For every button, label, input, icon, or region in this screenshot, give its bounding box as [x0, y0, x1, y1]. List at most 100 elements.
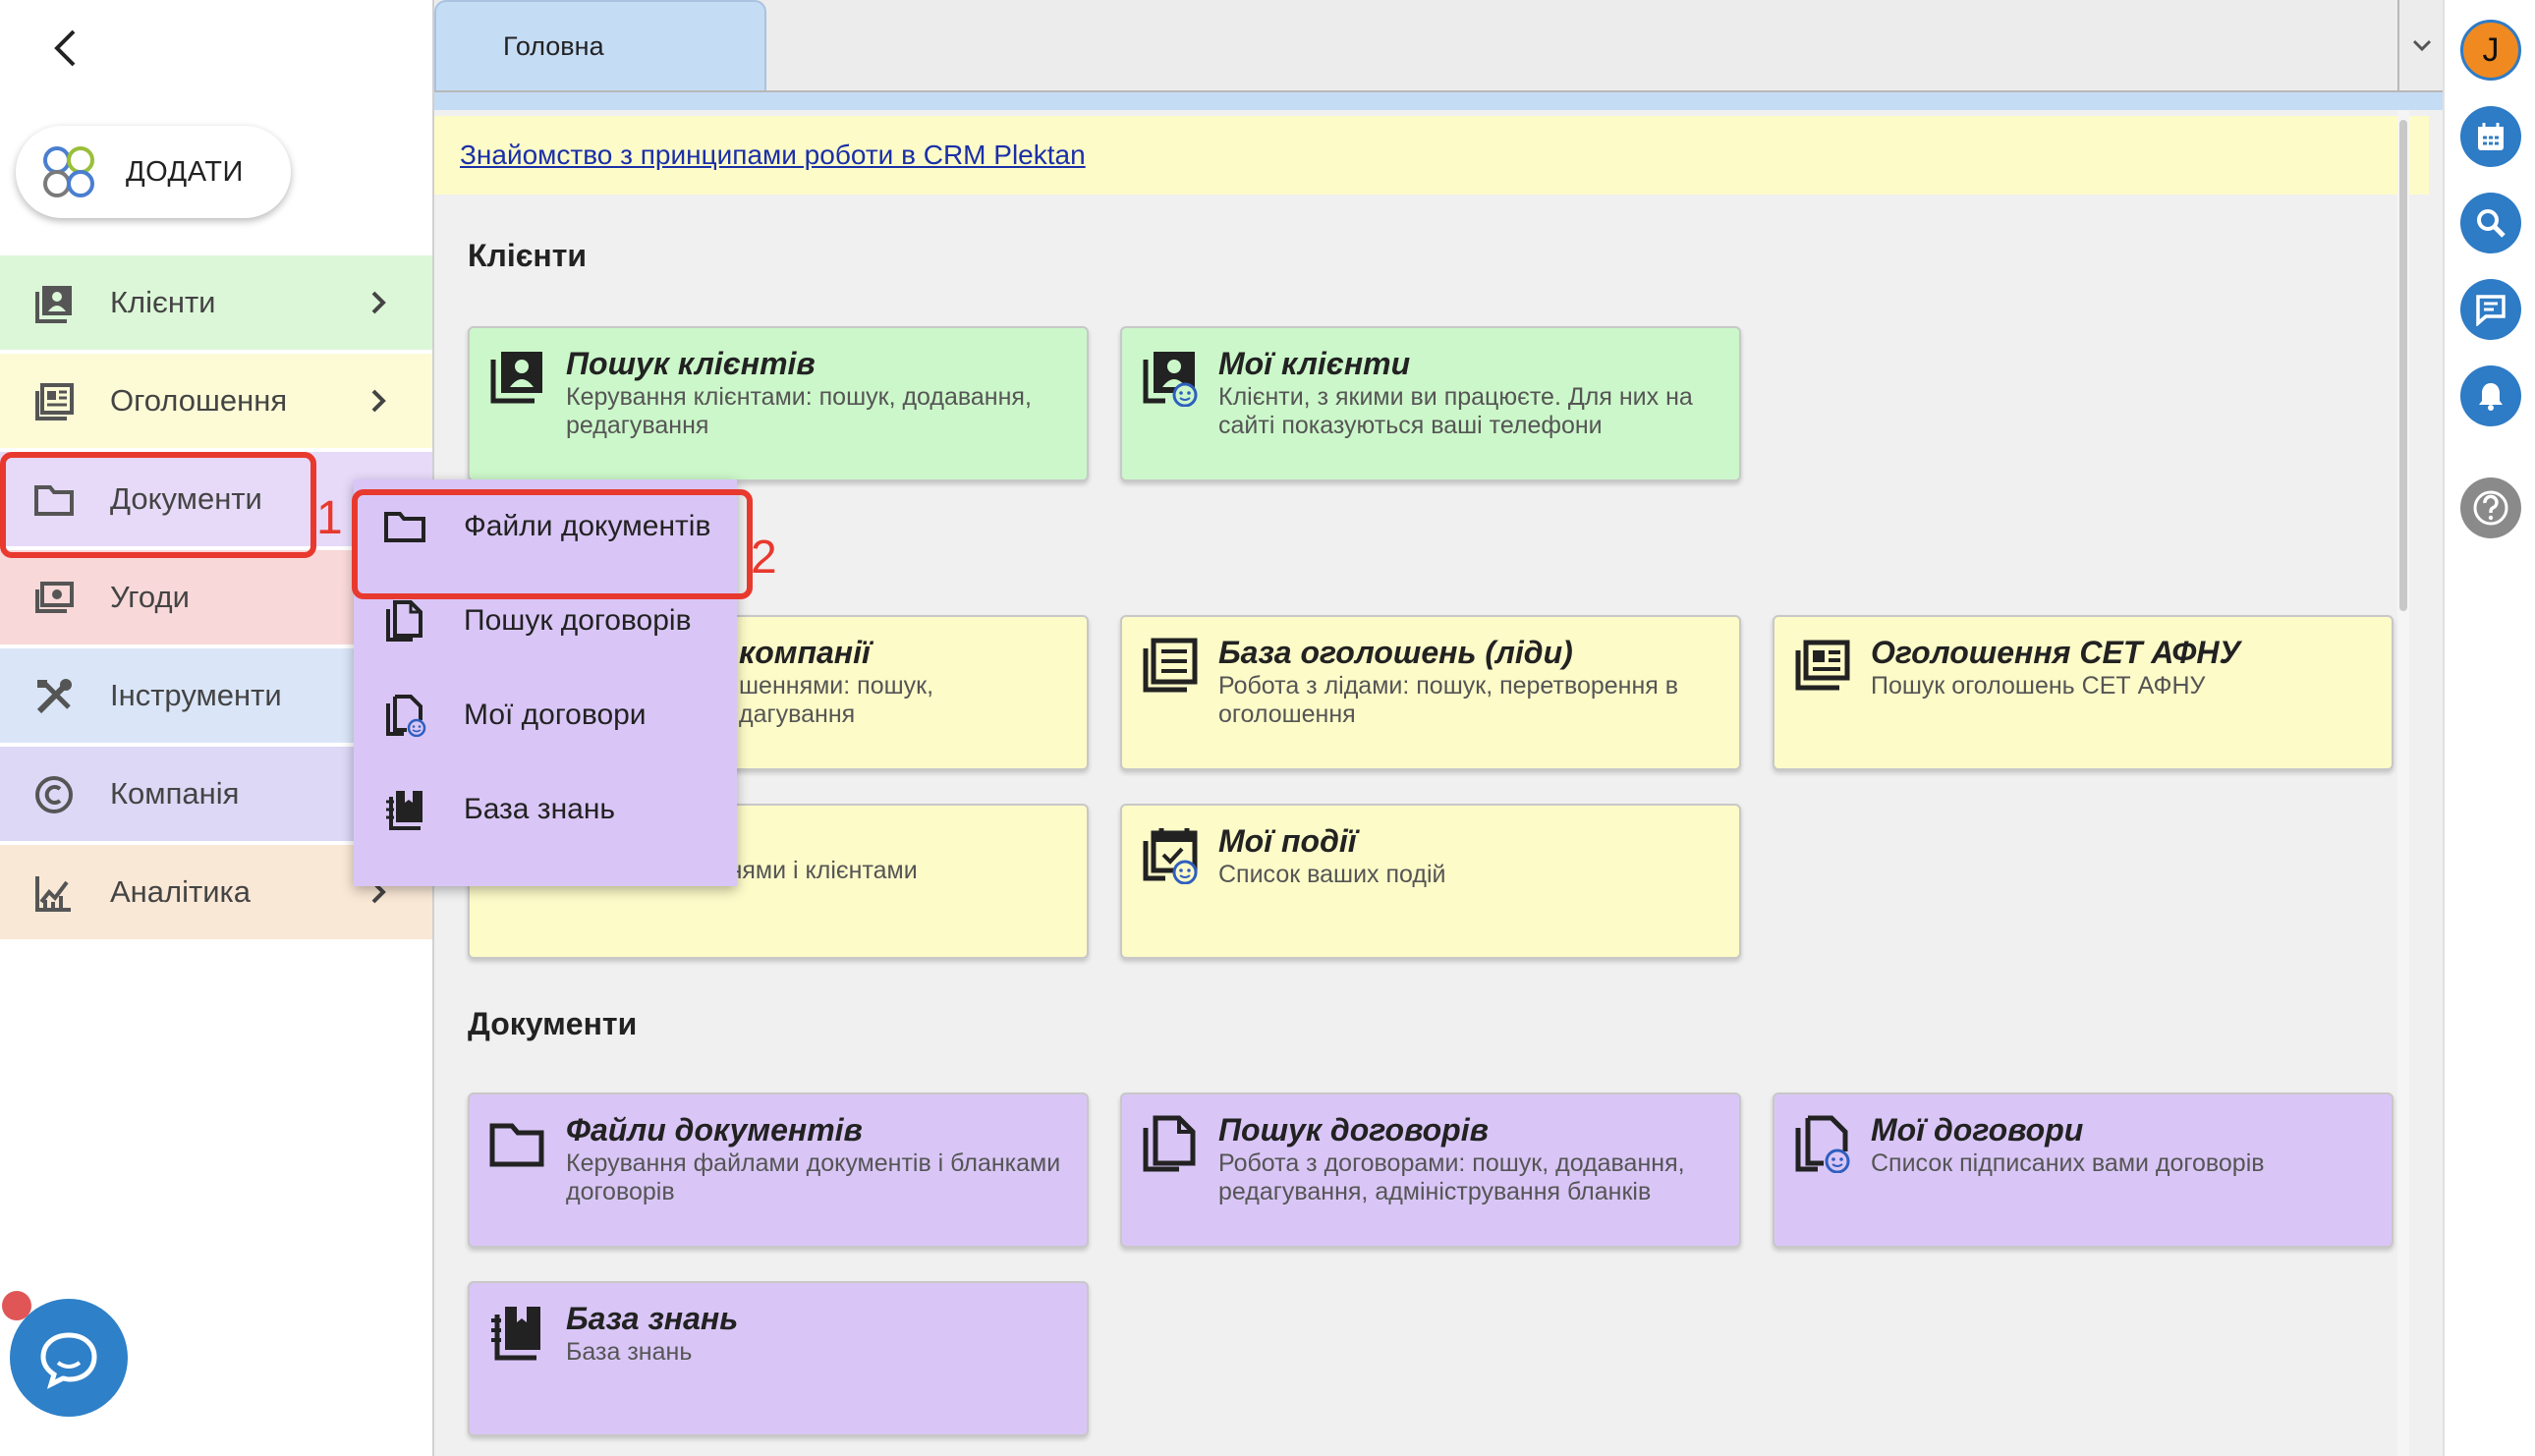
message-icon [2476, 295, 2506, 326]
main-area: Головна Знайомство з принципами роботи в… [432, 0, 2445, 1456]
card-title: Пошук договорів [1218, 1112, 1489, 1148]
my-contracts-icon [1795, 1115, 1850, 1173]
copyright-icon [35, 776, 73, 813]
documents-submenu: Файли документів Пошук договорів Мої дог… [354, 479, 737, 886]
my-contracts-icon [386, 695, 426, 737]
sidebar-item-label: Клієнти [110, 285, 216, 319]
chevron-right-icon [371, 291, 386, 314]
back-arrow-icon [54, 29, 76, 67]
card-description: Робота з договорами: пошук, додавання, р… [1218, 1149, 1685, 1205]
submenu-item-document-files[interactable]: Файли документів [354, 479, 737, 574]
card-title: База оголошень (ліди) [1218, 635, 1573, 670]
listings-icon [35, 383, 74, 420]
card-my-events[interactable]: Мої події Список ваших подій [1120, 804, 1741, 959]
tab-underline-strip [434, 92, 2445, 110]
search-icon [2477, 209, 2506, 238]
sidebar-item-label: Угоди [110, 580, 190, 614]
intro-notice: Знайомство з принципами роботи в CRM Ple… [434, 116, 2429, 195]
chevron-down-icon [2412, 39, 2432, 52]
card-title: Мої події [1218, 823, 1357, 859]
folder-icon [34, 485, 74, 516]
calendar-icon [2478, 123, 2504, 150]
sidebar-item-label: Документи [110, 481, 262, 516]
tab-home-label: Головна [503, 30, 604, 61]
card-description: Клієнти, з якими ви працюєте. Для них на… [1218, 383, 1693, 439]
card-description: шеннями: пошук, дагування [739, 672, 934, 728]
home-content: Знайомство з принципами роботи в CRM Ple… [434, 110, 2445, 1456]
card-description: База знань [566, 1338, 693, 1366]
add-button[interactable]: ДОДАТИ [16, 126, 291, 218]
chevron-right-icon [371, 389, 386, 413]
card-title: Пошук клієнтів [566, 346, 816, 381]
messages-button[interactable] [2460, 279, 2521, 340]
deals-icon [35, 582, 74, 613]
tab-bar: Головна [434, 0, 2445, 92]
card-document-files[interactable]: Файли документів Керування файлами докум… [468, 1092, 1089, 1248]
card-leads-base[interactable]: База оголошень (ліди) Робота з лідами: п… [1120, 615, 1741, 770]
card-description: Керування клієнтами: пошук, додавання, р… [566, 383, 1032, 439]
back-button[interactable] [45, 24, 84, 73]
submenu-item-my-contracts[interactable]: Мої договори [354, 668, 737, 762]
listings-icon [1795, 640, 1850, 691]
notifications-button[interactable] [2460, 365, 2521, 426]
clients-icon [490, 352, 542, 404]
calendar-button[interactable] [2460, 106, 2521, 167]
my-events-icon [1143, 828, 1198, 884]
submenu-item-label: Мої договори [464, 699, 647, 731]
step-marker-1: 1 [316, 492, 343, 544]
leads-icon [1143, 638, 1198, 693]
tools-icon [36, 679, 72, 714]
step-marker-2: 2 [751, 532, 777, 584]
sidebar-item-label: Компанія [110, 776, 240, 811]
card-my-contracts[interactable]: Мої договори Список підписаних вами дого… [1773, 1092, 2394, 1248]
add-logo-icon [43, 146, 94, 197]
analytics-icon [35, 876, 71, 912]
chat-button[interactable] [10, 1299, 128, 1417]
card-title: Мої договори [1871, 1112, 2084, 1148]
card-description: Керування файлами документів і бланками … [566, 1149, 1061, 1205]
card-contract-search[interactable]: Пошук договорів Робота з договорами: пош… [1120, 1092, 1741, 1248]
bell-icon [2479, 383, 2503, 411]
card-title: Файли документів [566, 1112, 863, 1148]
right-rail: J [2443, 0, 2535, 1456]
contract-search-icon [386, 600, 422, 642]
card-description: Пошук оголошень СЕТ АФНУ [1871, 672, 2206, 700]
help-button[interactable] [2460, 477, 2521, 538]
section-title-clients: Клієнти [468, 238, 588, 273]
sidebar-item-listings[interactable]: Оголошення [0, 354, 432, 448]
contract-search-icon [1143, 1115, 1196, 1172]
search-button[interactable] [2460, 193, 2521, 253]
card-description: Список підписаних вами договорів [1871, 1149, 2265, 1177]
submenu-item-label: Пошук договорів [464, 604, 692, 637]
sidebar-item-label: Інструменти [110, 678, 282, 712]
intro-link[interactable]: Знайомство з принципами роботи в CRM Ple… [460, 140, 1086, 170]
sidebar-item-clients[interactable]: Клієнти [0, 255, 432, 350]
clients-icon [35, 286, 72, 323]
card-title: Мої клієнти [1218, 346, 1411, 381]
card-title: компанії [739, 635, 871, 670]
avatar-letter: J [2482, 30, 2500, 69]
scrollbar-thumb[interactable] [2399, 120, 2407, 611]
chat-icon [40, 1332, 97, 1389]
submenu-item-contract-search[interactable]: Пошук договорів [354, 574, 737, 668]
my-clients-icon [1143, 352, 1198, 407]
submenu-item-knowledge-base[interactable]: База знань [354, 762, 737, 857]
card-my-clients[interactable]: Мої клієнти Клієнти, з якими ви працюєте… [1120, 326, 1741, 481]
folder-icon [489, 1123, 544, 1167]
card-set-afnu-listings[interactable]: Оголошення СЕТ АФНУ Пошук оголошень СЕТ … [1773, 615, 2394, 770]
card-description: Робота з лідами: пошук, перетворення в о… [1218, 672, 1679, 728]
knowledge-base-icon [491, 1307, 540, 1361]
tabs-dropdown-button[interactable] [2397, 0, 2445, 90]
submenu-item-label: Файли документів [464, 510, 711, 542]
card-title: Оголошення СЕТ АФНУ [1871, 635, 2241, 670]
user-avatar[interactable]: J [2460, 20, 2521, 81]
main-scrollbar[interactable] [2397, 110, 2409, 1456]
add-button-label: ДОДАТИ [126, 155, 244, 188]
knowledge-base-icon [386, 791, 422, 830]
card-client-search[interactable]: Пошук клієнтів Керування клієнтами: пошу… [468, 326, 1089, 481]
tab-home[interactable]: Головна [434, 0, 766, 90]
sidebar-item-label: Аналітика [110, 874, 252, 909]
card-knowledge-base[interactable]: База знань База знань [468, 1281, 1089, 1436]
submenu-item-label: База знань [464, 793, 616, 825]
card-title: База знань [566, 1301, 739, 1336]
